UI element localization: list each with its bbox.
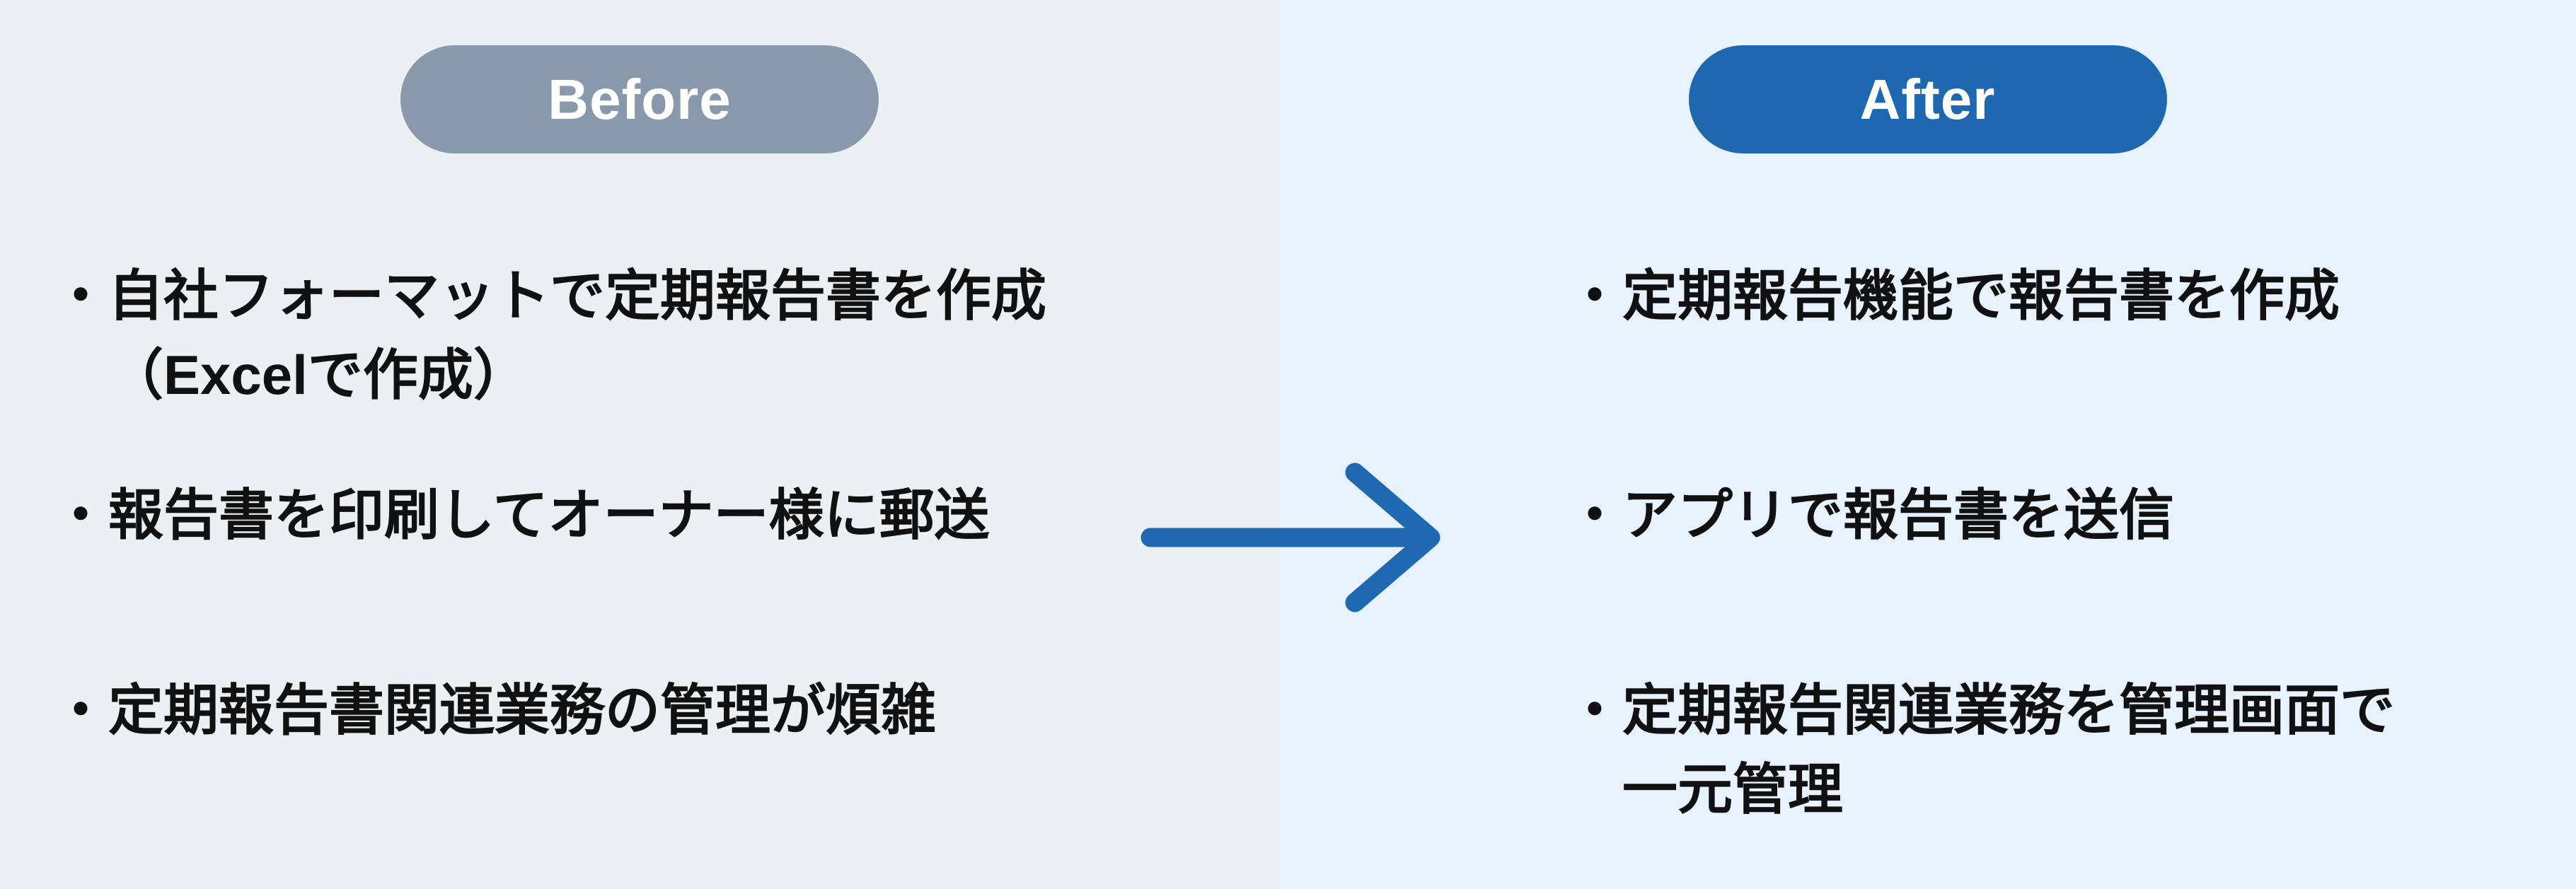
- bullet-line: ・自社フォーマットで定期報告書を作成: [53, 265, 1047, 327]
- after-panel: After ・定期報告機能で報告書を作成 ・アプリで報告書を送信 ・定期報告関連…: [1279, 0, 2576, 889]
- bullet-line: ・定期報告書関連業務の管理が煩雑: [53, 679, 937, 741]
- bullet-line: ・定期報告関連業務を管理画面で: [1567, 679, 2396, 741]
- before-panel: Before ・自社フォーマットで定期報告書を作成 （Excelで作成） ・報告…: [0, 0, 1279, 889]
- bullet-line: ・報告書を印刷してオーナー様に郵送: [53, 484, 990, 546]
- before-badge: Before: [400, 45, 879, 153]
- after-bullet-3: ・定期報告関連業務を管理画面で 一元管理: [1567, 670, 2395, 829]
- bullet-line: （Excelで作成）: [108, 344, 529, 406]
- right-arrow-icon: [1139, 460, 1445, 615]
- before-bullet-2: ・報告書を印刷してオーナー様に郵送: [53, 475, 990, 554]
- bullet-line: ・アプリで報告書を送信: [1567, 484, 2175, 546]
- after-bullet-2: ・アプリで報告書を送信: [1567, 475, 2174, 554]
- after-badge: After: [1688, 45, 2167, 153]
- before-bullet-3: ・定期報告書関連業務の管理が煩雑: [53, 670, 936, 750]
- before-bullet-1: ・自社フォーマットで定期報告書を作成 （Excelで作成）: [53, 256, 1046, 414]
- before-bullet-list: ・自社フォーマットで定期報告書を作成 （Excelで作成） ・報告書を印刷してオ…: [0, 0, 1279, 889]
- after-bullet-list: ・定期報告機能で報告書を作成 ・アプリで報告書を送信 ・定期報告関連業務を管理画…: [1279, 0, 2576, 889]
- after-bullet-1: ・定期報告機能で報告書を作成: [1567, 256, 2340, 335]
- bullet-line: 一元管理: [1622, 758, 1844, 820]
- bullet-line: ・定期報告機能で報告書を作成: [1567, 265, 2340, 327]
